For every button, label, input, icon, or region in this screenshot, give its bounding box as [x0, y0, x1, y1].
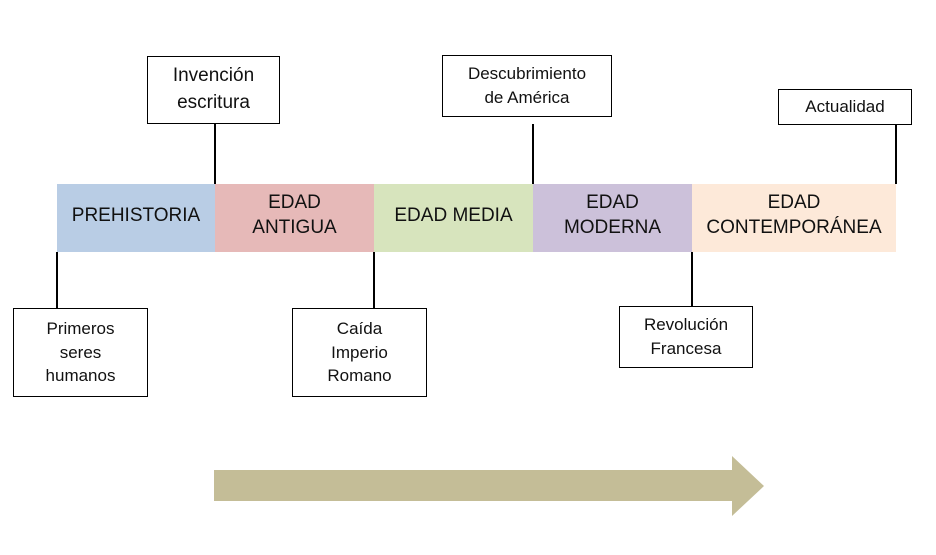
connector-caida-imperio-romano — [373, 252, 375, 308]
connector-descubrimiento-america — [532, 124, 534, 184]
era-edad-antigua: EDAD ANTIGUA — [215, 184, 374, 252]
event-descubrimiento-america: Descubrimiento de América — [442, 55, 612, 117]
connector-invencion-escritura — [214, 122, 216, 184]
event-revolucion-francesa: Revolución Francesa — [619, 306, 753, 368]
event-actualidad: Actualidad — [778, 89, 912, 125]
event-caida-imperio-romano: Caída Imperio Romano — [292, 308, 427, 397]
event-invencion-escritura: Invención escritura — [147, 56, 280, 124]
event-primeros-seres-humanos: Primeros seres humanos — [13, 308, 148, 397]
era-edad-moderna: EDAD MODERNA — [533, 184, 692, 252]
connector-revolucion-francesa — [691, 252, 693, 306]
era-prehistoria: PREHISTORIA — [57, 184, 215, 252]
time-direction-arrow — [214, 456, 764, 516]
era-edad-media: EDAD MEDIA — [374, 184, 533, 252]
connector-primeros-seres-humanos — [56, 252, 58, 308]
time-direction-arrow-shape — [214, 456, 764, 516]
connector-actualidad — [895, 123, 897, 184]
era-edad-contemporanea: EDAD CONTEMPORÁNEA — [692, 184, 896, 252]
